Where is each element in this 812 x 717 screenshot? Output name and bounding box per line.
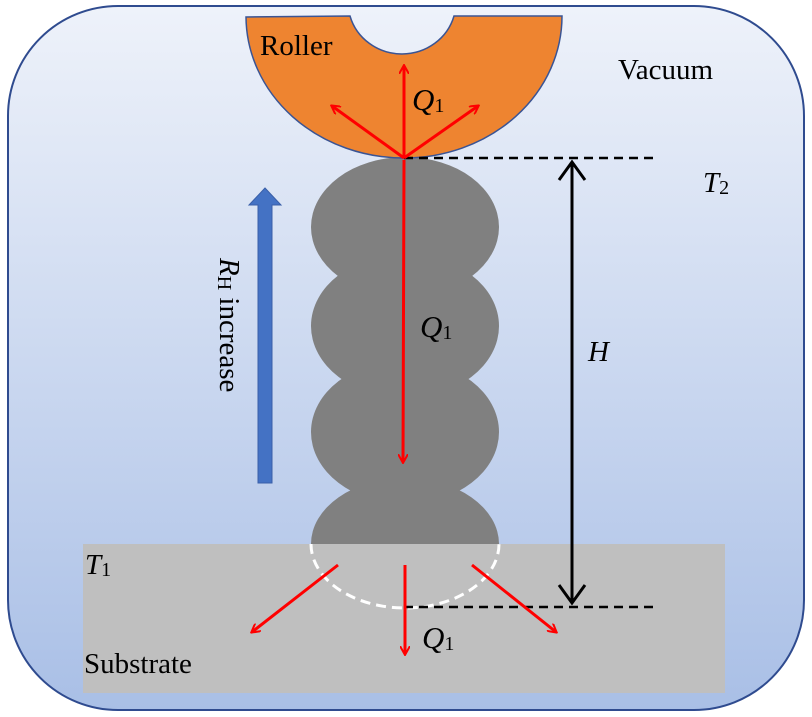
height-label: H — [587, 336, 611, 368]
heat-label-substrate: Q1 — [422, 620, 454, 655]
heat-arrow-up-right — [403, 106, 478, 160]
deposit-bead-2 — [311, 254, 499, 398]
substrate-label: Substrate — [84, 648, 192, 680]
rh-increase-arrow — [247, 187, 283, 484]
rh-increase-label: RH increase — [213, 257, 245, 392]
heat-arrow-substrate-left — [252, 563, 339, 632]
temperature-t2-label: T2 — [703, 167, 729, 199]
heat-arrow-up-left — [332, 106, 405, 160]
heat-arrow-down-column — [403, 159, 404, 462]
height-dimension-arrow — [557, 159, 587, 606]
heat-label-column: Q1 — [420, 309, 452, 344]
heat-arrow-substrate-right — [471, 563, 556, 632]
heat-label-roller: Q1 — [412, 82, 444, 117]
roller-label: Roller — [260, 30, 333, 62]
temperature-t1-label: T1 — [85, 549, 111, 581]
deposit-bead-4 — [311, 478, 499, 544]
heat-flow-arrows — [252, 66, 556, 654]
deposit-bead-3 — [311, 360, 499, 504]
vacuum-label: Vacuum — [618, 54, 713, 86]
